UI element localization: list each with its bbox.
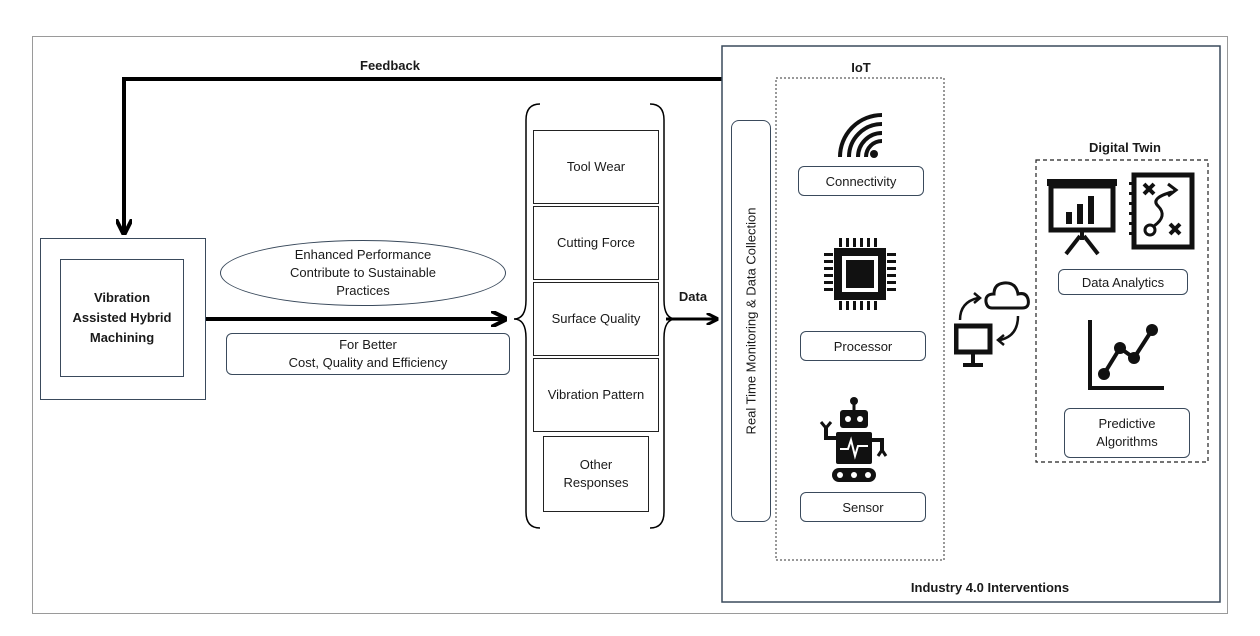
monitoring-label: Real Time Monitoring & Data Collection xyxy=(743,207,759,435)
response-box: Vibration Pattern xyxy=(533,358,659,432)
data-analytics-box: Data Analytics xyxy=(1058,269,1188,295)
better-line1: For Better xyxy=(339,337,397,352)
iot-title: IoT xyxy=(851,60,871,75)
response-box: Other Responses xyxy=(543,436,649,512)
left-curly-brace xyxy=(513,103,541,529)
data-label: Data xyxy=(678,289,708,304)
cloud-computer-sync-icon xyxy=(953,278,1030,370)
industry-label: Industry 4.0 Interventions xyxy=(910,580,1070,595)
diagram-frame xyxy=(32,36,1228,614)
chip-icon xyxy=(822,236,898,312)
predictive-algorithms-box: Predictive Algorithms xyxy=(1064,408,1190,458)
strategy-board-icon xyxy=(1128,170,1198,252)
iot-item-label: Sensor xyxy=(842,499,884,515)
monitoring-box: Real Time Monitoring & Data Collection xyxy=(731,120,771,522)
digital-twin-item-label: Predictive Algorithms xyxy=(1096,416,1158,449)
processor-box: Processor xyxy=(800,331,926,361)
feedback-arrow xyxy=(124,77,722,232)
sensor-box: Sensor xyxy=(800,492,926,522)
better-line2: Cost, Quality and Efficiency xyxy=(288,355,448,370)
digital-twin-item-label: Data Analytics xyxy=(1081,274,1165,290)
connectivity-box: Connectivity xyxy=(798,166,924,196)
iot-item-label: Processor xyxy=(833,338,893,354)
response-label: Tool Wear xyxy=(566,159,626,174)
machining-inner-box: Vibration Assisted Hybrid Machining xyxy=(60,259,184,377)
better-box: For Better Cost, Quality and Efficiency xyxy=(226,333,510,375)
response-box: Tool Wear xyxy=(533,130,659,204)
feedback-label: Feedback xyxy=(360,58,420,73)
response-label: Surface Quality xyxy=(551,311,641,326)
performance-ellipse: Enhanced Performance Contribute to Susta… xyxy=(220,240,506,306)
response-label: Vibration Pattern xyxy=(547,387,645,402)
ellipse-text: Enhanced Performance Contribute to Susta… xyxy=(290,247,436,298)
right-curly-brace xyxy=(649,103,677,529)
response-box: Cutting Force xyxy=(533,206,659,280)
response-label: Cutting Force xyxy=(556,235,636,250)
iot-item-label: Connectivity xyxy=(825,173,897,189)
robot-icon xyxy=(818,396,890,486)
wifi-icon xyxy=(836,110,886,160)
digital-twin-dashed-box xyxy=(1035,159,1209,463)
machining-outer-box: Vibration Assisted Hybrid Machining xyxy=(40,238,206,400)
machining-label: Vibration Assisted Hybrid Machining xyxy=(72,290,172,345)
industry-box-outline xyxy=(721,45,1221,603)
line-graph-icon xyxy=(1086,318,1166,392)
digital-twin-title: Digital Twin xyxy=(1089,140,1161,155)
response-box: Surface Quality xyxy=(533,282,659,356)
presentation-chart-icon xyxy=(1044,174,1122,256)
response-label: Other Responses xyxy=(563,457,629,490)
iot-dashed-box xyxy=(775,77,945,561)
